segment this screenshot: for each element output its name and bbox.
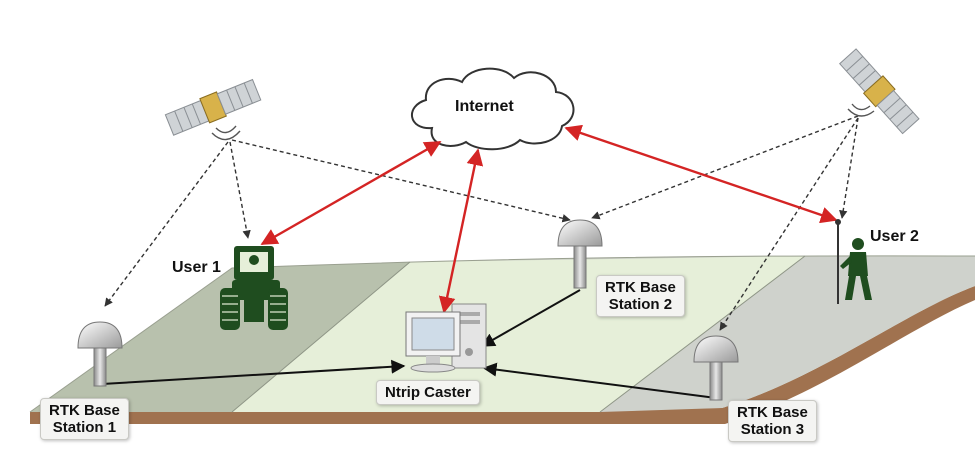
- antenna-icon: [693, 335, 739, 401]
- antenna-icon: [557, 219, 603, 289]
- base-station-3-line2: Station 3: [740, 421, 805, 438]
- internet-links: [260, 124, 838, 314]
- field-ground: [29, 255, 975, 424]
- surveyor-icon: [835, 219, 872, 304]
- user2-label: User 2: [870, 228, 919, 245]
- computer-icon: [405, 303, 487, 373]
- base-station-links: [101, 289, 717, 399]
- base-station-1-line2: Station 1: [52, 419, 117, 436]
- base-station-2-label: RTK Base Station 2: [596, 275, 685, 317]
- tractor-icon: [220, 246, 288, 330]
- signal-waves: [211, 103, 875, 141]
- base-station-2-line2: Station 2: [608, 296, 673, 313]
- antenna-icon: [77, 321, 123, 387]
- base-station-3-label: RTK Base Station 3: [728, 400, 817, 442]
- base-station-1-line1: RTK Base: [49, 402, 120, 419]
- cloud-icon: [410, 67, 575, 151]
- ntrip-caster-label: Ntrip Caster: [376, 380, 480, 405]
- base-station-2-line1: RTK Base: [605, 279, 676, 296]
- internet-label: Internet: [455, 98, 514, 115]
- satellite-icon: [839, 48, 920, 135]
- user1-label: User 1: [172, 259, 221, 276]
- satellite-icon: [164, 78, 262, 136]
- base-station-3-line1: RTK Base: [737, 404, 808, 421]
- base-station-1-label: RTK Base Station 1: [40, 398, 129, 440]
